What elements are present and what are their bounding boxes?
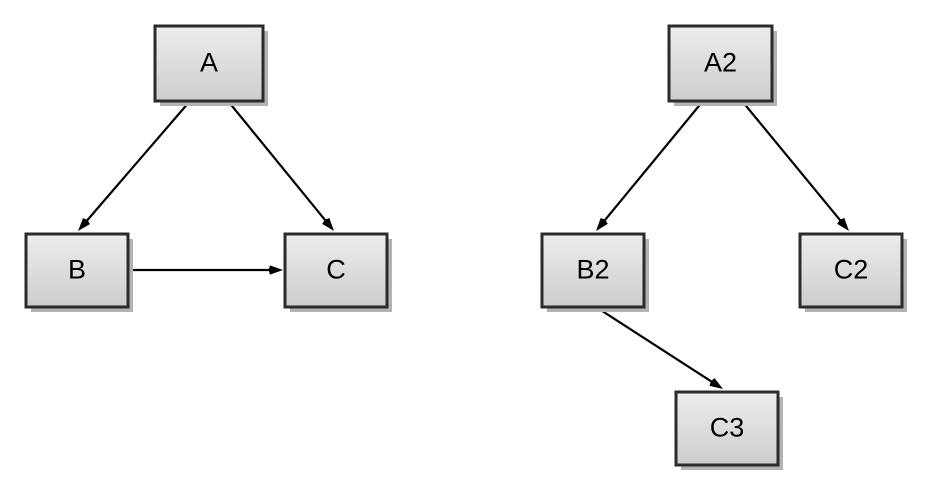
arrowhead-icon bbox=[78, 218, 90, 231]
edge-B2-to-C3[interactable] bbox=[595, 306, 723, 389]
edge-line bbox=[227, 100, 329, 225]
node-C[interactable]: C bbox=[283, 232, 392, 312]
edge-group-graph-left bbox=[78, 100, 334, 275]
edge-group-graph-right bbox=[595, 100, 849, 389]
node-box[interactable] bbox=[24, 232, 130, 309]
arrowhead-icon bbox=[709, 378, 723, 389]
node-B2[interactable]: B2 bbox=[540, 232, 649, 312]
edge-A2-to-C2[interactable] bbox=[741, 100, 849, 231]
arrowhead-icon bbox=[268, 265, 283, 275]
node-box[interactable] bbox=[798, 232, 904, 309]
node-C2[interactable]: C2 bbox=[798, 232, 907, 312]
node-C3[interactable]: C3 bbox=[674, 390, 783, 470]
edge-B-to-C[interactable] bbox=[128, 265, 283, 275]
node-box[interactable] bbox=[153, 24, 265, 103]
edge-line bbox=[83, 100, 191, 225]
node-B[interactable]: B bbox=[24, 232, 133, 312]
node-box[interactable] bbox=[667, 24, 774, 103]
edge-line bbox=[741, 100, 844, 225]
node-box[interactable] bbox=[540, 232, 646, 309]
node-A2[interactable]: A2 bbox=[667, 24, 777, 106]
node-box[interactable] bbox=[283, 232, 389, 309]
edge-line bbox=[601, 100, 704, 225]
edge-line bbox=[595, 306, 716, 385]
edge-A-to-C[interactable] bbox=[227, 100, 334, 231]
arrowhead-icon bbox=[322, 218, 334, 231]
node-box[interactable] bbox=[674, 390, 780, 467]
node-A[interactable]: A bbox=[153, 24, 268, 106]
arrowhead-icon bbox=[596, 218, 608, 231]
edges-layer bbox=[78, 100, 849, 389]
arrowhead-icon bbox=[837, 218, 849, 231]
edge-A-to-B[interactable] bbox=[78, 100, 191, 231]
edge-A2-to-B2[interactable] bbox=[596, 100, 704, 231]
